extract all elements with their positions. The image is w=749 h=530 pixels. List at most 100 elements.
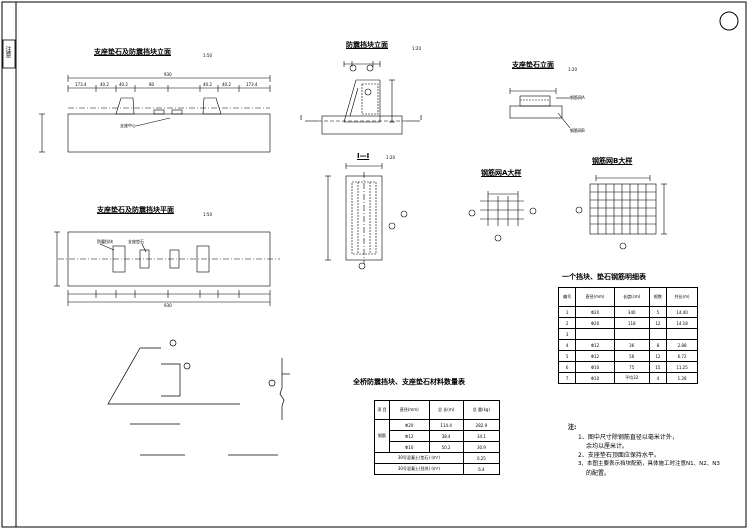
table-cell: Φ10 bbox=[575, 361, 615, 373]
table-cell: 12 bbox=[648, 350, 668, 362]
rebar-col-header: 共长(m) bbox=[666, 287, 698, 307]
rebar-table-header: 编号 直径(mm) 长度(cm) 根数 共长(m) bbox=[557, 287, 698, 307]
note-line: 1、图中尺寸除钢筋直径以毫米计外， bbox=[578, 434, 678, 441]
pad-stone-title: 支座垫石立面 bbox=[512, 61, 554, 69]
rebar-col-header: 编号 bbox=[557, 287, 577, 307]
table-cell: 11.25 bbox=[666, 361, 698, 373]
table-cell bbox=[666, 328, 698, 340]
table-row: 30号混凝土(挡块) (m³)6.4 bbox=[374, 463, 501, 475]
table-cell bbox=[613, 328, 650, 340]
support-center-label: 支座中心 bbox=[120, 123, 136, 128]
mesh-b-detail bbox=[575, 175, 667, 250]
dim-seg-7: 173.4 bbox=[246, 82, 258, 87]
table-cell: 14.40 bbox=[666, 306, 698, 318]
table-cell bbox=[575, 328, 615, 340]
mesh-a-title: 钢筋网A大样 bbox=[481, 169, 522, 177]
mesh-a-detail bbox=[468, 191, 537, 242]
note-line: 2、支座垫石顶面应保持水平。 bbox=[578, 452, 660, 459]
material-col-header: 直径(mm) bbox=[389, 400, 430, 420]
table-cell: 34.1 bbox=[462, 430, 501, 442]
table-cell: Φ10 bbox=[389, 441, 430, 453]
table-cell: 6.4 bbox=[462, 463, 501, 475]
table-cell: 14.18 bbox=[666, 317, 698, 329]
table-cell: Φ10 bbox=[575, 372, 615, 384]
mesh-b-label: 钢筋网B bbox=[570, 128, 585, 133]
table-cell: 1 bbox=[557, 306, 577, 318]
pad-label: 支座垫石 bbox=[128, 239, 144, 244]
rebar-table-title: 一个挡块、垫石钢筋明细表 bbox=[562, 273, 646, 281]
section-view bbox=[325, 163, 408, 270]
table-cell: Φ20 bbox=[575, 317, 615, 329]
note-line: 余均以厘米计。 bbox=[586, 443, 629, 450]
dim-seg-6: 40.2 bbox=[222, 82, 231, 87]
table-cell: 38.4 bbox=[428, 430, 464, 442]
mesh-a-label: 钢筋网A bbox=[570, 95, 585, 100]
material-table-header: 项 目 直径(mm) 总 长(m) 总 重(kg) bbox=[374, 400, 501, 420]
dim-total-elevation: 930 bbox=[164, 72, 172, 77]
material-col-header: 项 目 bbox=[374, 400, 390, 420]
pad-plan-title: 支座垫石及防震挡块平面 bbox=[97, 206, 174, 214]
material-col-header: 总 长(m) bbox=[428, 400, 464, 420]
table-cell: 0.25 bbox=[462, 452, 501, 464]
cut-mark-left: I bbox=[300, 114, 303, 122]
table-cell: 118 bbox=[613, 317, 650, 329]
note-line: 的配置。 bbox=[586, 470, 611, 477]
table-cell: 4 bbox=[557, 339, 577, 351]
block-elevation-scale: 1:20 bbox=[412, 46, 421, 51]
table-cell: Φ20 bbox=[575, 306, 615, 318]
dim-seg-1: 173.4 bbox=[75, 82, 87, 87]
table-cell: 12 bbox=[648, 317, 668, 329]
table-cell: 1.28 bbox=[666, 372, 698, 384]
mesh-b-title: 钢筋网B大样 bbox=[592, 157, 633, 165]
table-cell: 75 bbox=[613, 361, 650, 373]
dim-seg-4: 80 bbox=[149, 82, 155, 87]
pad-stone-scale: 1:20 bbox=[568, 67, 577, 72]
pad-plan-view bbox=[54, 231, 280, 306]
pad-stone-elevation-view bbox=[509, 88, 571, 129]
table-cell: Φ12 bbox=[389, 430, 430, 442]
material-col-header: 总 重(kg) bbox=[462, 400, 501, 420]
table-cell: Φ20 bbox=[389, 419, 430, 431]
table-cell: 5 bbox=[648, 306, 668, 318]
table-cell: 50.2 bbox=[428, 441, 464, 453]
material-group-label: 钢筋 bbox=[374, 419, 390, 453]
block-elevation-title: 防震挡块立面 bbox=[346, 41, 388, 49]
rebar-shapes bbox=[107, 339, 290, 456]
pad-elevation-title: 支座垫石及防震挡块立面 bbox=[94, 48, 171, 56]
cut-mark-right: I bbox=[420, 114, 423, 122]
rebar-col-header: 长度(cm) bbox=[613, 287, 650, 307]
side-tab-box bbox=[2, 39, 16, 69]
table-cell: 30.9 bbox=[462, 441, 501, 453]
table-cell: 8 bbox=[648, 339, 668, 351]
note-line: 3、本图主要表示挡块配筋，具体施工时注意N1、N2、N3 bbox=[578, 461, 720, 467]
pad-elevation-scale: 1:50 bbox=[203, 53, 212, 58]
table-cell: 282.9 bbox=[462, 419, 501, 431]
table-cell: 15 bbox=[648, 361, 668, 373]
sheet-number-circle bbox=[719, 11, 739, 31]
dim-seg-5: 40.2 bbox=[203, 82, 212, 87]
table-cell: 2.88 bbox=[666, 339, 698, 351]
pad-plan-scale: 1:50 bbox=[203, 212, 212, 217]
table-cell: 36 bbox=[613, 339, 650, 351]
rebar-col-header: 直径(mm) bbox=[575, 287, 615, 307]
rebar-col-header: 根数 bbox=[648, 287, 668, 307]
notes-head: 注: bbox=[568, 424, 577, 431]
side-tab-label: 注意 bbox=[4, 46, 11, 58]
table-cell: 56 bbox=[613, 350, 650, 362]
table-cell bbox=[648, 328, 668, 340]
dim-seg-2: 40.2 bbox=[100, 82, 109, 87]
table-cell: 30号混凝土(垫石) (m³) bbox=[374, 452, 464, 464]
table-cell: Φ12 bbox=[575, 350, 615, 362]
table-cell: 6 bbox=[557, 361, 577, 373]
